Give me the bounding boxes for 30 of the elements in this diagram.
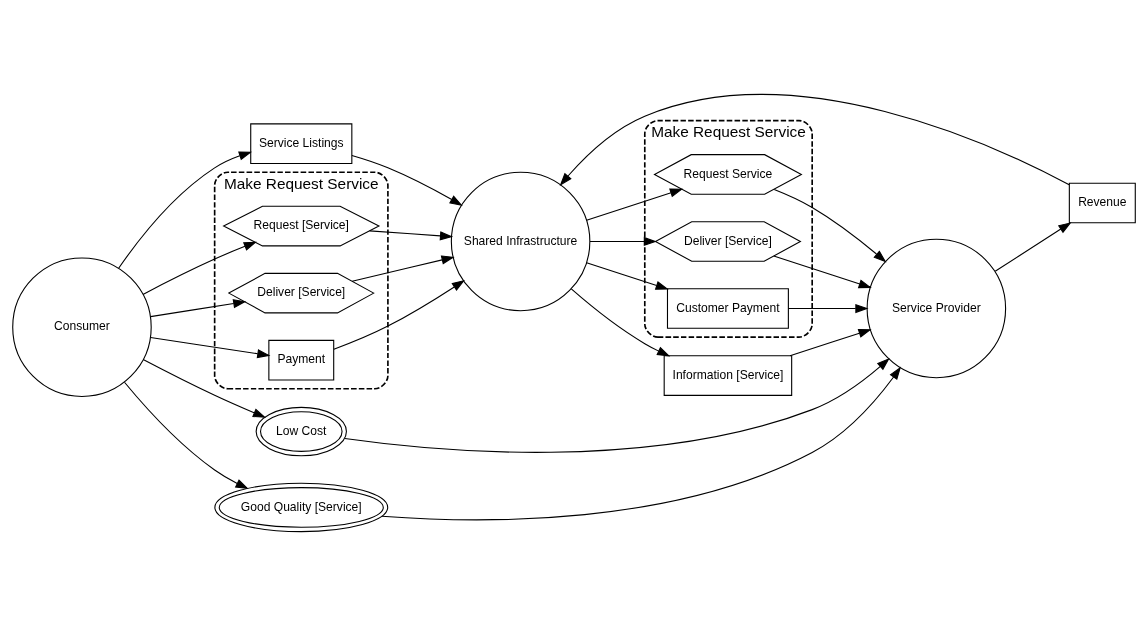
node-box: Service Listings — [250, 122, 353, 164]
node-box: Information [Service] — [663, 354, 793, 396]
node-ellipse: Low Cost — [255, 406, 347, 456]
arrow — [142, 241, 257, 295]
arrow — [381, 366, 902, 520]
node-box: Customer Payment — [666, 287, 789, 329]
arrow — [586, 187, 684, 221]
arrow — [559, 93, 1070, 186]
arrow — [773, 188, 887, 262]
node-box: Revenue — [1068, 182, 1136, 223]
arrow — [773, 254, 872, 288]
arrow — [150, 336, 271, 358]
arrow — [142, 358, 267, 418]
arrow — [344, 357, 890, 453]
node-ellipse: Good Quality [Service] — [214, 482, 389, 532]
arrow — [570, 287, 671, 356]
arrow — [333, 279, 465, 350]
arrow — [369, 229, 454, 240]
node-box: Payment — [268, 339, 335, 380]
arrow — [351, 254, 455, 282]
arrow — [586, 261, 669, 290]
node-circle: Consumer — [12, 256, 152, 397]
arrow — [789, 328, 872, 356]
arrow — [150, 298, 247, 317]
arrow — [351, 154, 463, 206]
arrow — [589, 236, 657, 246]
arrow — [123, 381, 249, 489]
arrow — [787, 303, 869, 313]
arrow — [118, 150, 253, 269]
arrow — [994, 221, 1072, 272]
